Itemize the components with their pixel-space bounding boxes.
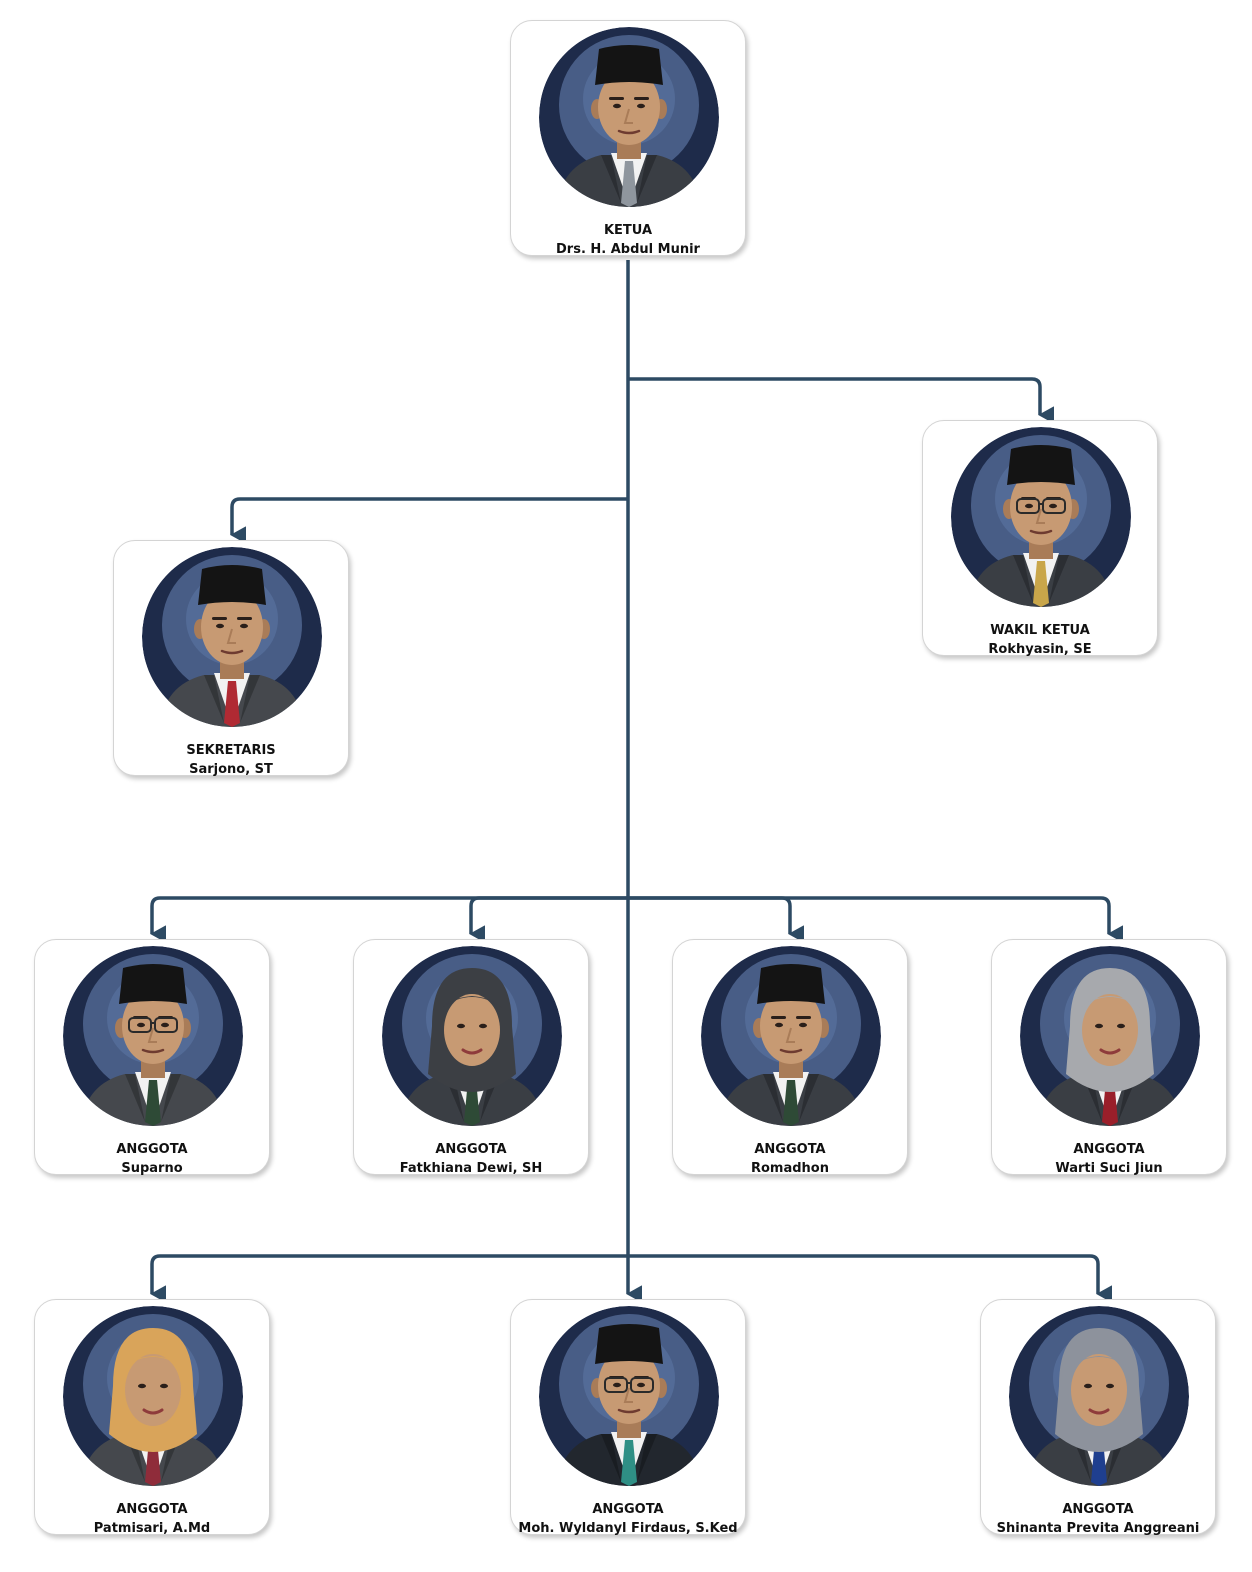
member-card-anggota: ANGGOTA Shinanta Previta Anggreani (980, 1299, 1216, 1536)
portrait-face (1010, 469, 1072, 545)
portrait-photo-anggota (382, 946, 562, 1126)
member-role: WAKIL KETUA (990, 623, 1090, 638)
member-name: Warti Suci Jiun (1055, 1161, 1163, 1176)
connector-to-anggota-5 (150, 1254, 628, 1303)
member-name: Suparno (121, 1161, 183, 1176)
member-name: Patmisari, A.Md (93, 1521, 211, 1536)
member-name: Drs. H. Abdul Munir (556, 242, 700, 257)
portrait-tie (621, 161, 637, 207)
member-card-anggota: ANGGOTA Warti Suci Jiun (991, 939, 1227, 1176)
portrait-face (598, 69, 660, 145)
portrait-tie (145, 1080, 161, 1126)
member-role: ANGGOTA (592, 1502, 664, 1517)
portrait-peci (198, 565, 266, 605)
portrait-glasses (604, 1377, 654, 1393)
member-role: SEKRETARIS (186, 743, 276, 758)
portrait-peci (119, 964, 187, 1004)
portrait-tie (224, 681, 240, 727)
member-role: ANGGOTA (754, 1142, 826, 1157)
portrait-face (598, 1348, 660, 1424)
connector-to-anggota-1 (150, 896, 628, 943)
portrait-peci (1007, 445, 1075, 485)
portrait-photo-anggota (1020, 946, 1200, 1126)
member-role: KETUA (603, 223, 653, 238)
member-role: ANGGOTA (116, 1142, 188, 1157)
portrait-photo-anggota (1009, 1306, 1189, 1486)
member-role: ANGGOTA (1062, 1502, 1134, 1517)
member-name: Fatkhiana Dewi, SH (399, 1161, 543, 1176)
portrait-photo-anggota (539, 1306, 719, 1486)
member-card-ketua: KETUA Drs. H. Abdul Munir (510, 20, 746, 257)
portrait-face (444, 994, 500, 1066)
portrait-face (1071, 1354, 1127, 1426)
portrait-tie (1033, 561, 1049, 607)
connector-to-anggota-2 (469, 896, 628, 943)
portrait-photo-anggota (63, 946, 243, 1126)
portrait-photo-anggota (701, 946, 881, 1126)
connector-to-wakil-ketua (628, 377, 1054, 424)
portrait-face (201, 589, 263, 665)
member-card-wakil-ketua: WAKIL KETUA Rokhyasin, SE (922, 420, 1158, 657)
portrait-face (760, 988, 822, 1064)
member-card-anggota: ANGGOTA Romadhon (672, 939, 908, 1176)
member-card-sekretaris: SEKRETARIS Sarjono, ST (113, 540, 349, 777)
connector-to-anggota-3 (628, 896, 804, 943)
member-role: ANGGOTA (435, 1142, 507, 1157)
member-role: ANGGOTA (1073, 1142, 1145, 1157)
portrait-glasses (1016, 498, 1066, 514)
member-card-anggota: ANGGOTA Patmisari, A.Md (34, 1299, 270, 1536)
connector-to-sekretaris (230, 497, 628, 544)
connector-group (150, 260, 1123, 1303)
portrait-face (1082, 994, 1138, 1066)
portrait-peci (595, 1324, 663, 1364)
member-name: Sarjono, ST (189, 762, 273, 777)
portrait-peci (757, 964, 825, 1004)
portrait-face (122, 988, 184, 1064)
member-role: ANGGOTA (116, 1502, 188, 1517)
portrait-face (125, 1354, 181, 1426)
member-card-anggota: ANGGOTA Moh. Wyldanyl Firdaus, S.Ked (510, 1299, 746, 1536)
portrait-photo-wakil-ketua (951, 427, 1131, 607)
member-name: Rokhyasin, SE (988, 642, 1092, 657)
member-card-anggota: ANGGOTA Suparno (34, 939, 270, 1176)
connector-to-anggota-7 (628, 1254, 1112, 1303)
portrait-photo-sekretaris (142, 547, 322, 727)
portrait-photo-ketua (539, 27, 719, 207)
member-name: Romadhon (750, 1161, 829, 1176)
portrait-tie (621, 1440, 637, 1486)
portrait-photo-anggota (63, 1306, 243, 1486)
member-name: Shinanta Previta Anggreani (996, 1521, 1200, 1536)
portrait-peci (595, 45, 663, 85)
member-card-anggota: ANGGOTA Fatkhiana Dewi, SH (353, 939, 589, 1176)
member-name: Moh. Wyldanyl Firdaus, S.Ked (518, 1521, 738, 1536)
portrait-glasses (128, 1017, 178, 1033)
portrait-tie (783, 1080, 799, 1126)
connector-to-anggota-4 (628, 896, 1123, 943)
